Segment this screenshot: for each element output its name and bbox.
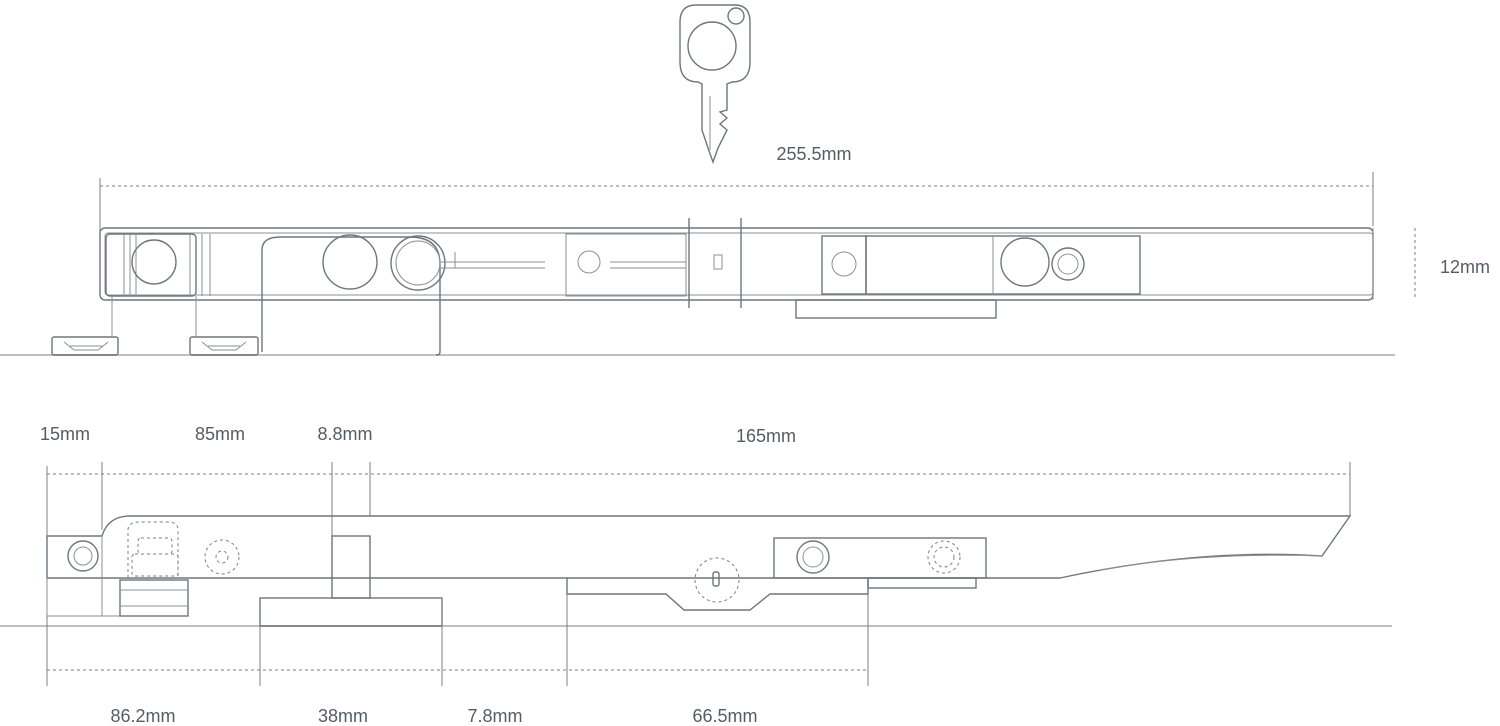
height-label: 12mm <box>1440 257 1490 277</box>
overall-length-label: 255.5mm <box>776 144 851 164</box>
handle-body <box>46 515 1352 579</box>
knob-icon <box>127 521 179 578</box>
dim-label-7-8mm: 7.8mm <box>467 706 522 726</box>
dim-label-8-8mm: 8.8mm <box>317 424 372 444</box>
dim-label-66-5mm: 66.5mm <box>692 706 757 726</box>
screw-icon <box>51 336 119 356</box>
key-icon <box>679 4 751 165</box>
dim-label-38mm: 38mm <box>318 706 368 726</box>
dim-label-15mm: 15mm <box>40 424 90 444</box>
dim-label-85mm: 85mm <box>195 424 245 444</box>
side-view: 15mm 85mm 8.8mm 165mm <box>0 424 1392 726</box>
top-view: 255.5mm 12mm <box>0 144 1490 356</box>
lock-cylinder <box>694 557 740 603</box>
dim-label-165mm: 165mm <box>736 426 796 446</box>
bolt-body <box>99 227 1374 301</box>
dim-label-86-2mm: 86.2mm <box>110 706 175 726</box>
screw-icon <box>189 336 259 356</box>
bolt-tongue <box>331 535 371 599</box>
